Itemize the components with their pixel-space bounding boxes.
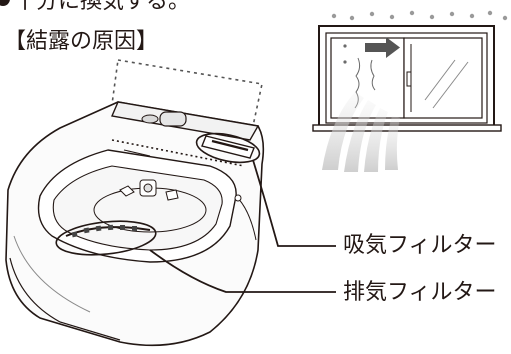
- condensation-dots: [331, 10, 508, 21]
- window-illustration: [312, 10, 508, 172]
- arrow-right-icon: [365, 37, 400, 58]
- bullet-dot-icon: [0, 0, 10, 6]
- airflow-streams: [322, 92, 400, 172]
- washing-machine: [5, 59, 265, 347]
- bullet-text: 十分に換気する。: [14, 0, 191, 14]
- exhaust-leader-line: [149, 249, 336, 293]
- section-heading: 【結露の原因】: [4, 29, 159, 54]
- exhaust-filter: [55, 220, 157, 256]
- leader-lines: [149, 159, 336, 293]
- intake-leader-line: [252, 159, 336, 247]
- intake-filter: [195, 132, 261, 164]
- exhaust-filter-label: 排気フィルター: [343, 280, 497, 305]
- intake-filter-label: 吸気フィルター: [343, 233, 497, 258]
- bullet-instruction: 十分に換気する。: [0, 0, 190, 16]
